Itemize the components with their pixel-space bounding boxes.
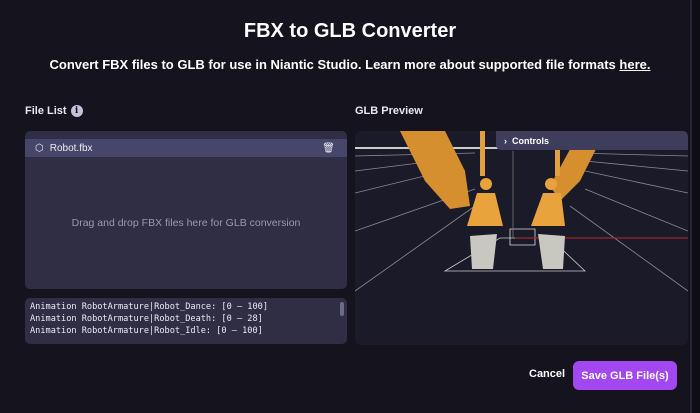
chevron-right-icon: › (504, 135, 507, 146)
file-drop-zone[interactable]: ⬡ Robot.fbx 🗑 Drag and drop FBX files he… (25, 131, 347, 289)
cube-icon: ⬡ (35, 142, 44, 154)
drop-hint: Drag and drop FBX files here for GLB con… (71, 217, 301, 229)
log-line: Animation RobotArmature|Robot_Death: [0 … (30, 314, 263, 325)
file-row[interactable]: ⬡ Robot.fbx 🗑 (25, 139, 347, 157)
robot-legs (400, 131, 605, 269)
glb-preview-viewport[interactable]: › Controls (355, 131, 688, 345)
save-glb-button[interactable]: Save GLB File(s) (573, 361, 677, 390)
controls-toggle[interactable]: › Controls (496, 131, 688, 150)
file-list-title: File List (25, 105, 67, 117)
log-line: Animation RobotArmature|Robot_Idle: [0 –… (30, 326, 263, 337)
formats-link[interactable]: here. (619, 57, 651, 72)
cancel-button[interactable]: Cancel (529, 368, 566, 380)
ground-grid (355, 147, 688, 292)
log-line: Animation RobotArmature|Robot_Dance: [0 … (30, 302, 268, 312)
controls-label: Controls (512, 135, 549, 146)
modal-subtitle: Convert FBX files to GLB for use in Nian… (0, 57, 700, 72)
modal-title: FBX to GLB Converter (243, 20, 457, 42)
file-name: Robot.fbx (49, 142, 93, 154)
info-icon[interactable]: i (70, 105, 83, 117)
trash-icon[interactable]: 🗑 (322, 142, 335, 154)
subtitle-text: Convert FBX files to GLB for use in Nian… (49, 57, 616, 72)
animation-log: Animation RobotArmature|Robot_Dance: [0 … (25, 298, 347, 344)
robot-scene (355, 131, 688, 292)
glb-preview-label: GLB Preview (355, 105, 423, 117)
log-scrollbar[interactable] (340, 302, 344, 316)
